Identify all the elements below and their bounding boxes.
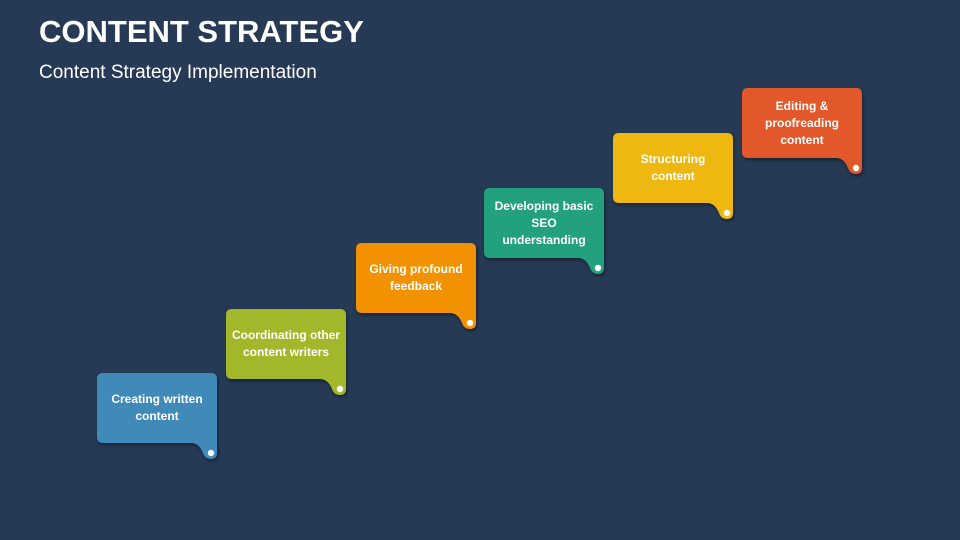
step-label: Coordinating other content writers [232, 328, 340, 359]
anchor-dot-icon [207, 449, 215, 457]
page-title: CONTENT STRATEGY [39, 14, 364, 49]
callout-shape [613, 133, 733, 219]
callout-shape [484, 188, 604, 274]
step-callout-4: Developing basic SEO understanding [484, 188, 624, 278]
step-label: Structuring content [640, 152, 706, 183]
step-callout-3: Giving profound feedback [356, 243, 496, 333]
anchor-dot-icon [852, 164, 860, 172]
callout-shape [356, 243, 476, 329]
callout-shape [97, 373, 217, 459]
anchor-dot-icon [594, 264, 602, 272]
anchor-dot-icon [336, 385, 344, 393]
anchor-dot-icon [723, 209, 731, 217]
step-callout-2: Coordinating other content writers [226, 309, 366, 399]
callout-shape [226, 309, 346, 395]
anchor-dot-icon [466, 319, 474, 327]
step-label: Giving profound feedback [369, 262, 463, 293]
step-callout-1: Creating written content [97, 373, 237, 463]
page-subtitle: Content Strategy Implementation [39, 62, 317, 83]
step-label: Editing & proofreading content [765, 98, 839, 147]
step-callout-6: Editing & proofreading content [742, 88, 882, 178]
step-callout-5: Structuring content [613, 133, 753, 223]
callout-shape [742, 88, 862, 174]
step-label: Developing basic SEO understanding [494, 198, 594, 247]
step-label: Creating written content [111, 392, 203, 423]
